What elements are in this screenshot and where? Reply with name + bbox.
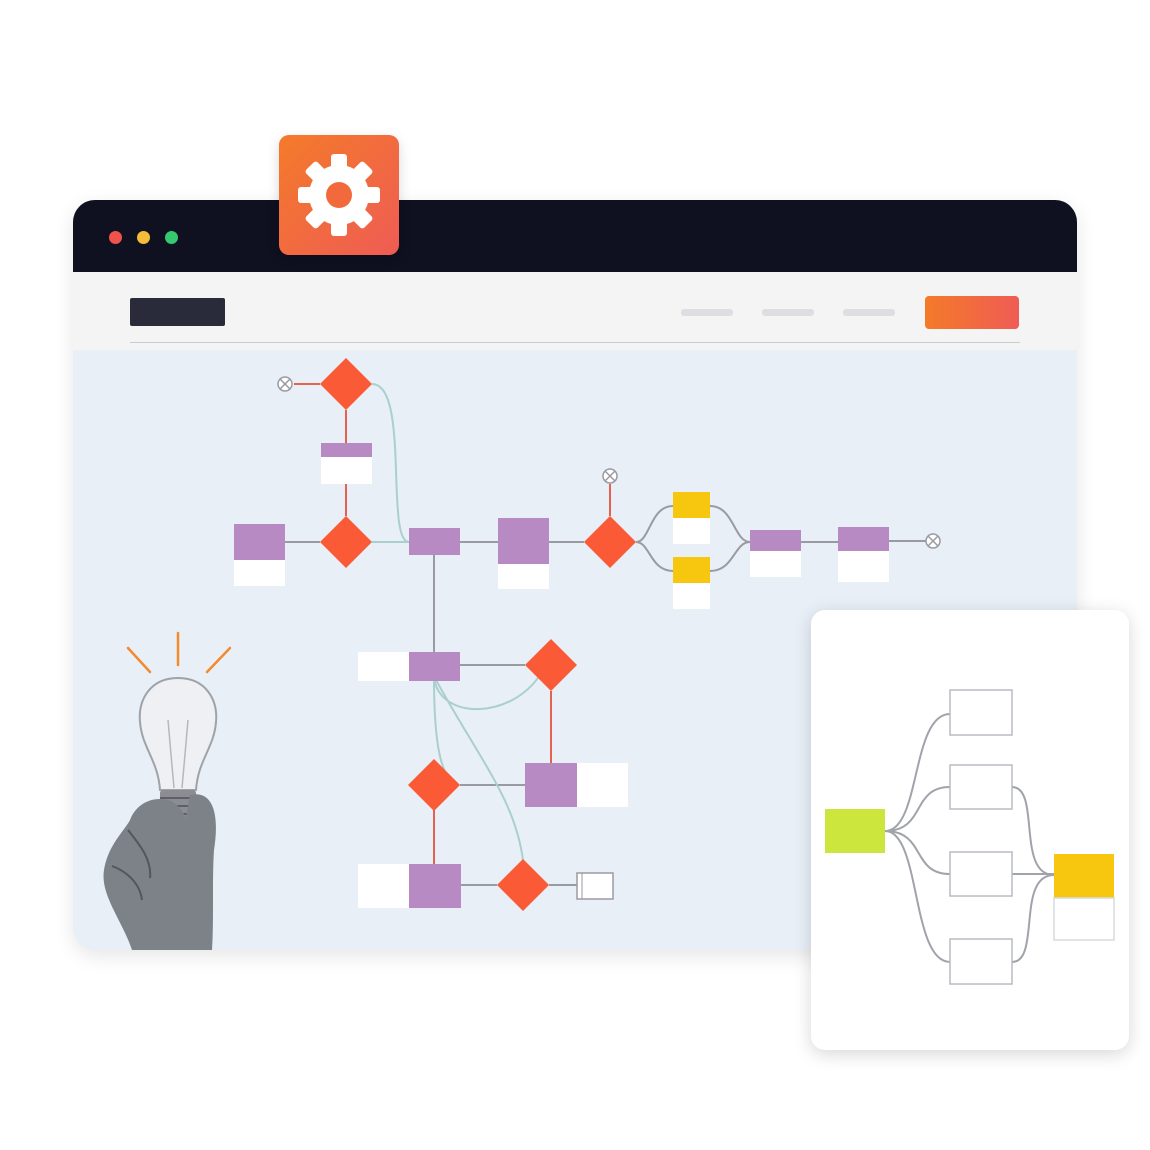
app-window <box>73 200 1077 950</box>
task-cards <box>234 443 889 908</box>
lightbulb-hand-icon <box>103 631 232 950</box>
branch-box[interactable] <box>949 938 1013 985</box>
red-connectors <box>294 383 611 864</box>
connector <box>433 674 541 711</box>
connector <box>709 505 751 543</box>
task-card[interactable] <box>358 864 461 908</box>
connector <box>884 713 951 832</box>
decision-diamond[interactable] <box>525 639 577 691</box>
connector <box>1011 874 1055 963</box>
maximize-window-button[interactable] <box>165 231 178 244</box>
decision-diamond[interactable] <box>320 358 372 410</box>
branch-box[interactable] <box>949 851 1013 897</box>
connector <box>884 786 951 832</box>
close-window-button[interactable] <box>109 231 122 244</box>
connector <box>884 830 951 963</box>
task-card[interactable] <box>409 528 460 555</box>
merge-node[interactable] <box>1053 854 1115 941</box>
nav-item-3[interactable] <box>843 309 895 316</box>
gear-icon <box>298 154 380 236</box>
decision-diamond[interactable] <box>497 859 549 911</box>
branch-flow-card[interactable] <box>811 610 1129 1050</box>
minimize-window-button[interactable] <box>137 231 150 244</box>
branch-flow-diagram <box>825 689 1115 985</box>
app-logo <box>130 298 225 326</box>
task-card[interactable] <box>234 524 285 586</box>
connector <box>709 541 751 572</box>
connector <box>435 679 524 861</box>
note-card[interactable] <box>673 492 710 544</box>
primary-action-button[interactable] <box>925 296 1019 329</box>
branch-box[interactable] <box>949 764 1013 810</box>
gray-connectors <box>285 505 926 886</box>
connector <box>635 541 674 572</box>
circle-x-icon[interactable] <box>925 533 941 549</box>
header-divider <box>130 342 1020 343</box>
task-card[interactable] <box>525 763 628 807</box>
decision-diamonds <box>320 358 636 911</box>
title-bar <box>73 200 1077 272</box>
task-card[interactable] <box>498 518 549 589</box>
decision-diamond[interactable] <box>320 516 372 568</box>
decision-diamond[interactable] <box>408 759 460 811</box>
settings-button[interactable] <box>279 135 399 255</box>
task-card[interactable] <box>750 530 801 577</box>
branch-box[interactable] <box>949 689 1013 736</box>
nav-item-2[interactable] <box>762 309 814 316</box>
note-card[interactable] <box>673 557 710 609</box>
circle-x-icon[interactable] <box>277 376 293 392</box>
connector <box>884 830 951 875</box>
end-nodes <box>277 376 941 549</box>
connector <box>635 505 674 543</box>
circle-x-icon[interactable] <box>602 468 618 484</box>
start-node[interactable] <box>825 809 885 853</box>
connector <box>1011 786 1055 876</box>
app-header <box>73 272 1077 350</box>
output-box[interactable] <box>576 872 614 900</box>
decision-diamond[interactable] <box>584 516 636 568</box>
task-card[interactable] <box>321 443 372 484</box>
task-card[interactable] <box>838 527 889 582</box>
task-card[interactable] <box>358 652 460 681</box>
connector <box>371 383 410 543</box>
nav-item-1[interactable] <box>681 309 733 316</box>
